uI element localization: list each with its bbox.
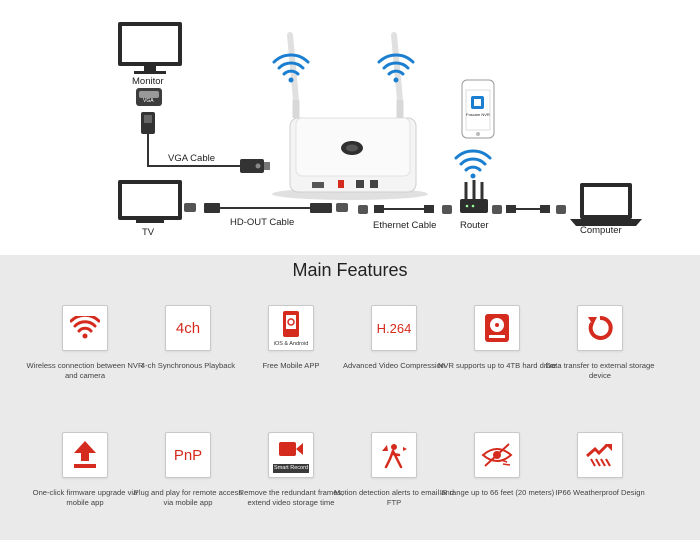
ios-android-label: iOS & Android xyxy=(273,341,309,347)
motion-alert-icon xyxy=(382,444,407,469)
tv-label: TV xyxy=(142,227,155,238)
feature-caption: Remove the redundant frames, extend vide… xyxy=(238,488,344,507)
vga-cable-label: VGA Cable xyxy=(168,153,215,164)
feature-tile xyxy=(474,305,520,351)
feature-tile: 4ch xyxy=(165,305,211,351)
monitor-icon xyxy=(118,22,182,74)
feature-firmware: One-click firmware upgrade via mobile ap… xyxy=(25,432,145,508)
monitor-label: Monitor xyxy=(132,76,164,87)
feature-ir-range: IR range up to 66 feet (20 meters) xyxy=(437,432,557,498)
vga-cable-icon xyxy=(141,112,270,173)
nvr-wifi-signal-icon xyxy=(272,53,415,83)
feature-tile: Smart Record xyxy=(268,432,314,478)
feature-caption: 4-ch Synchronous Playback xyxy=(140,361,236,370)
feature-smart-record: Smart Record Remove the redundant frames… xyxy=(231,432,351,508)
feature-h264: H.264 Advanced Video Compression xyxy=(334,305,454,371)
hdout-cable-icon xyxy=(184,203,348,213)
feature-caption: One-click firmware upgrade via mobile ap… xyxy=(32,488,138,507)
hdout-cable-label: HD-OUT Cable xyxy=(230,217,295,228)
feature-caption: Motion detection alerts to email and FTP xyxy=(334,488,454,507)
data-transfer-icon xyxy=(588,316,613,340)
feature-caption: NVR supports up to 4TB hard drive xyxy=(437,361,557,370)
app-label: Foscam NVR xyxy=(466,112,490,117)
phone-app-icon xyxy=(461,79,495,139)
computer-label: Computer xyxy=(580,225,622,236)
vga-port-label: VGA xyxy=(143,98,154,104)
h264-icon: H.264 xyxy=(376,320,412,336)
four-channel-icon: 4ch xyxy=(175,319,201,337)
router-cable-icon xyxy=(492,205,566,214)
feature-caption: Advanced Video Compression xyxy=(342,361,445,370)
hard-drive-icon xyxy=(485,314,509,342)
feature-weatherproof: IP66 Weatherproof Design xyxy=(540,432,660,498)
feature-data-transfer: Data transfer to external storage device xyxy=(540,305,660,381)
ir-range-icon xyxy=(481,443,513,467)
weatherproof-icon xyxy=(586,443,612,467)
main-features-section: Main Features Wireless connection betwee… xyxy=(0,255,700,540)
vga-port-icon xyxy=(136,88,162,106)
feature-tile: iOS & Android xyxy=(268,305,314,351)
feature-tile xyxy=(371,432,417,478)
tv-icon xyxy=(118,180,182,223)
feature-caption: Wireless connection between NVR and came… xyxy=(26,361,144,380)
feature-caption: IR range up to 66 feet (20 meters) xyxy=(439,488,555,497)
features-title: Main Features xyxy=(292,260,408,280)
feature-tile xyxy=(474,432,520,478)
feature-tile xyxy=(62,305,108,351)
router-label: Router xyxy=(460,220,489,231)
smart-record-icon xyxy=(279,442,303,456)
feature-pnp: PnP Plug and play for remote access via … xyxy=(128,432,248,508)
feature-tile xyxy=(577,305,623,351)
router-icon xyxy=(454,149,492,213)
feature-4ch: 4ch 4-ch Synchronous Playback xyxy=(128,305,248,371)
feature-caption: Data transfer to external storage device xyxy=(545,361,655,380)
feature-tile xyxy=(62,432,108,478)
feature-caption: Plug and play for remote access via mobi… xyxy=(133,488,243,507)
feature-caption: Free Mobile APP xyxy=(262,361,320,370)
connection-diagram: Monitor VGA VGA Cable TV HD-OUT Cable Et… xyxy=(0,0,700,255)
diagram-drawing xyxy=(118,22,642,226)
feature-tile: H.264 xyxy=(371,305,417,351)
feature-wireless: Wireless connection between NVR and came… xyxy=(25,305,145,381)
feature-tile xyxy=(577,432,623,478)
feature-caption: IP66 Weatherproof Design xyxy=(555,488,645,497)
feature-motion-alert: Motion detection alerts to email and FTP xyxy=(334,432,454,508)
ethernet-cable-icon xyxy=(358,205,452,214)
feature-tile: PnP xyxy=(165,432,211,478)
mobile-app-icon xyxy=(283,311,299,337)
computer-icon xyxy=(570,183,642,226)
pnp-icon: PnP xyxy=(173,446,203,464)
feature-hard-drive: NVR supports up to 4TB hard drive xyxy=(437,305,557,371)
smart-record-label: Smart Record xyxy=(273,464,309,473)
nvr-device-icon xyxy=(272,32,428,200)
feature-mobile-app: iOS & Android Free Mobile APP xyxy=(231,305,351,371)
firmware-upgrade-icon xyxy=(74,441,96,468)
ethernet-cable-label: Ethernet Cable xyxy=(373,220,437,231)
wifi-icon xyxy=(70,316,100,339)
